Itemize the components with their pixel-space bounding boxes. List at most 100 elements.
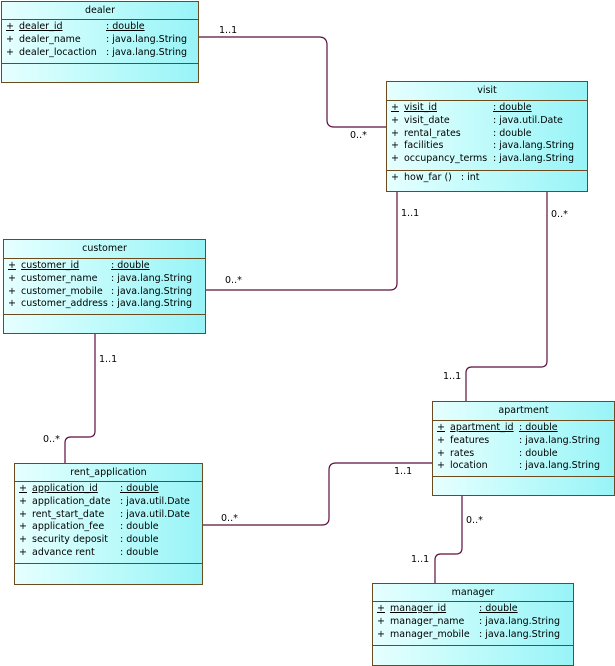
association-apartment-manager[interactable] bbox=[434, 495, 463, 583]
visibility: + bbox=[6, 33, 14, 45]
attribute-type: : java.lang.String bbox=[111, 298, 193, 310]
visibility: + bbox=[19, 521, 27, 533]
attribute-row[interactable]: +customer_mobile: java.lang.String bbox=[4, 286, 205, 299]
visibility: + bbox=[437, 422, 445, 433]
attribute-row[interactable]: +dealer_locaction: java.lang.String bbox=[2, 47, 198, 60]
association-customer-rent-application[interactable] bbox=[64, 333, 96, 463]
class-dealer[interactable]: dealer +dealer_id: double +dealer_name: … bbox=[1, 1, 199, 83]
visibility: + bbox=[8, 298, 16, 310]
attribute-name: customer_name bbox=[21, 272, 98, 284]
attribute-row[interactable]: + advance rent : double bbox=[15, 547, 202, 560]
attribute-type: : java.lang.String bbox=[519, 460, 601, 472]
visibility: + bbox=[19, 508, 27, 520]
attribute-name: application_date bbox=[32, 495, 111, 507]
operation-signature: how_far () : int bbox=[404, 172, 480, 183]
operation-list: + how_far () : int bbox=[387, 171, 587, 186]
attribute-name: customer_mobile bbox=[21, 285, 103, 297]
attribute-row[interactable]: +application_date: java.util.Date bbox=[15, 496, 202, 509]
attribute-row[interactable]: +visit_date: java.util.Date bbox=[387, 115, 587, 128]
attribute-type: : double bbox=[111, 260, 150, 271]
attribute-row[interactable]: +customer_name: java.lang.String bbox=[4, 273, 205, 286]
visibility: + bbox=[19, 483, 27, 494]
attribute-name: rates bbox=[450, 447, 475, 459]
attribute-name: application_fee bbox=[32, 521, 105, 533]
visibility: + bbox=[377, 603, 385, 614]
attribute-name: customer_address bbox=[21, 298, 108, 310]
operation-list bbox=[4, 315, 205, 317]
attribute-row[interactable]: +rent_start_date: java.util.Date bbox=[15, 509, 202, 522]
visibility: + bbox=[377, 615, 385, 627]
attribute-list: +dealer_id: double +dealer_name: java.la… bbox=[2, 20, 198, 64]
association-visit-customer[interactable] bbox=[205, 191, 398, 291]
class-visit[interactable]: visit +visit_id: double + visit_date : jav… bbox=[386, 81, 588, 192]
visibility: + bbox=[19, 546, 27, 558]
multiplicity-apartment-side: 1..1 bbox=[443, 371, 462, 382]
attribute-row[interactable]: +rental_rates: double bbox=[387, 128, 587, 141]
class-rent-application[interactable]: rent_application +application_id: double… bbox=[14, 463, 203, 585]
visibility: + bbox=[391, 172, 399, 183]
attribute-name: facilities bbox=[404, 140, 444, 152]
attribute-row[interactable]: +apartment_id: double bbox=[433, 422, 614, 435]
association-visit-apartment[interactable] bbox=[465, 191, 548, 401]
attribute-row[interactable]: + application_fee : double bbox=[15, 521, 202, 534]
attribute-row[interactable]: +manager_name: java.lang.String bbox=[373, 616, 573, 629]
attribute-name: visit_date bbox=[404, 114, 450, 126]
attribute-row[interactable]: +dealer_id: double bbox=[2, 21, 198, 34]
attribute-type: : double bbox=[120, 521, 159, 533]
class-apartment[interactable]: apartment +apartment_id: double +feature… bbox=[432, 401, 615, 496]
attribute-list: +manager_id: double +manager_name: java.… bbox=[373, 602, 573, 646]
attribute-type: : java.util.Date bbox=[120, 495, 190, 507]
visibility: + bbox=[6, 46, 14, 58]
attribute-name: location bbox=[450, 460, 488, 472]
class-name: rent_application bbox=[15, 464, 202, 482]
attribute-type: : java.util.Date bbox=[120, 508, 190, 520]
attribute-row[interactable]: +manager_mobile: java.lang.String bbox=[373, 629, 573, 642]
class-name: dealer bbox=[2, 2, 198, 20]
attribute-row[interactable]: +occupancy_terms: java.lang.String bbox=[387, 153, 587, 166]
class-customer[interactable]: customer + customer_id : double + customer_… bbox=[3, 239, 206, 334]
visibility: + bbox=[8, 272, 16, 284]
attribute-type: : double bbox=[120, 546, 159, 558]
attribute-name: customer_id bbox=[21, 260, 80, 271]
attribute-name: manager_name bbox=[390, 615, 465, 627]
attribute-name: dealer_locaction bbox=[19, 46, 97, 58]
attribute-row[interactable]: +manager_id: double bbox=[373, 603, 573, 616]
visibility: + bbox=[437, 447, 445, 459]
attribute-type: : java.lang.String bbox=[493, 153, 575, 165]
attribute-row[interactable]: + rates : double bbox=[433, 448, 614, 461]
visibility: + bbox=[391, 140, 399, 152]
attribute-row[interactable]: +location: java.lang.String bbox=[433, 460, 614, 473]
attribute-type: : double bbox=[120, 534, 159, 546]
attribute-row[interactable]: +dealer_name: java.lang.String bbox=[2, 34, 198, 47]
attribute-type: : java.lang.String bbox=[493, 140, 575, 152]
attribute-name: occupancy_terms bbox=[404, 153, 488, 165]
class-manager[interactable]: manager +manager_id: double +manager_nam… bbox=[372, 583, 574, 666]
attribute-name: features bbox=[450, 434, 490, 446]
operation-list bbox=[373, 646, 573, 648]
visibility: + bbox=[391, 127, 399, 139]
association-apartment-rent-application[interactable] bbox=[202, 462, 432, 526]
attribute-type: : double bbox=[479, 603, 518, 614]
class-name: customer bbox=[4, 240, 205, 259]
attribute-type: : java.lang.String bbox=[519, 434, 601, 446]
multiplicity-visit-side: 0..* bbox=[551, 209, 568, 220]
operation-row[interactable]: + how_far () : int bbox=[387, 172, 587, 185]
attribute-row[interactable]: +customer_id: double bbox=[4, 260, 205, 273]
attribute-type: : double bbox=[519, 447, 558, 459]
multiplicity-dealer-side: 1..1 bbox=[219, 25, 238, 36]
attribute-name: advance rent bbox=[32, 546, 95, 558]
attribute-row[interactable]: + customer_address: java.lang.String bbox=[4, 298, 205, 311]
attribute-name: rental_rates bbox=[404, 127, 461, 139]
visibility: + bbox=[8, 285, 16, 297]
attribute-type: : java.util.Date bbox=[493, 114, 563, 126]
attribute-row[interactable]: +security deposit: double bbox=[15, 534, 202, 547]
attribute-row[interactable]: +visit_id: double bbox=[387, 102, 587, 115]
class-name: visit bbox=[387, 82, 587, 101]
attribute-row[interactable]: +application_id: double bbox=[15, 483, 202, 496]
attribute-name: dealer_name bbox=[19, 33, 81, 45]
association-dealer-visit[interactable] bbox=[198, 36, 386, 128]
attribute-name: security deposit bbox=[32, 534, 108, 546]
attribute-row[interactable]: + facilities : java.lang.String bbox=[387, 140, 587, 153]
attribute-row[interactable]: +features: java.lang.String bbox=[433, 435, 614, 448]
attribute-type: : double bbox=[519, 422, 558, 433]
